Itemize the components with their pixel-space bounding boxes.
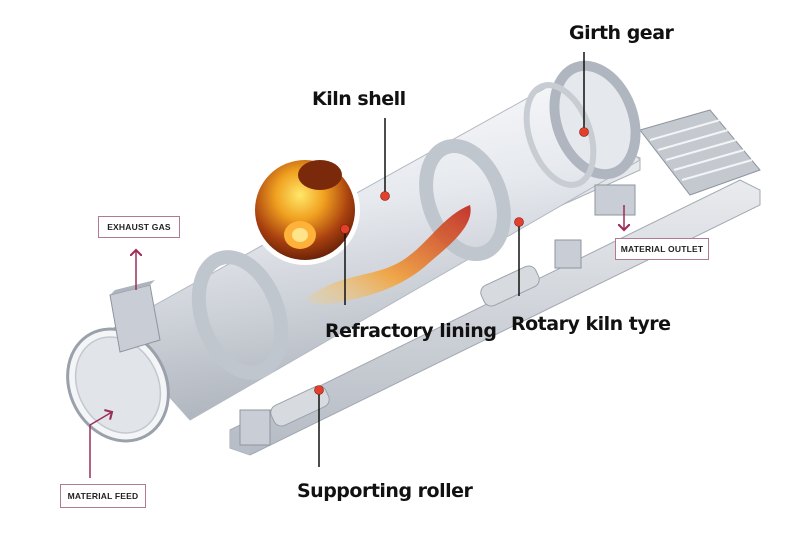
material-feed-arrow xyxy=(89,412,112,478)
kiln-shell-dot xyxy=(380,191,390,201)
rotary-kiln-tyre-dot xyxy=(514,217,524,227)
supporting-roller-label: Supporting roller xyxy=(297,480,473,502)
grating-platform xyxy=(639,109,761,196)
rotary-kiln-tyre-label: Rotary kiln tyre xyxy=(511,313,671,335)
kiln-shell-label: Kiln shell xyxy=(312,88,406,110)
supporting-roller-dot xyxy=(314,385,324,395)
flow-arrows xyxy=(89,205,624,478)
roller-supports xyxy=(239,184,636,446)
callouts xyxy=(314,52,589,467)
flame xyxy=(305,205,471,305)
refractory-lining-dot xyxy=(340,224,350,234)
exhaust-gas-box: EXHAUST GAS xyxy=(98,216,180,238)
refractory-lining-label: Refractory lining xyxy=(325,320,497,342)
girth-gear-label: Girth gear xyxy=(569,22,674,44)
material-feed-box: MATERIAL FEED xyxy=(60,484,146,508)
kiln-shell-body xyxy=(66,60,641,443)
material-outlet-box: MATERIAL OUTLET xyxy=(615,238,709,260)
girth-gear-dot xyxy=(579,127,589,137)
refractory-inset xyxy=(250,155,360,265)
